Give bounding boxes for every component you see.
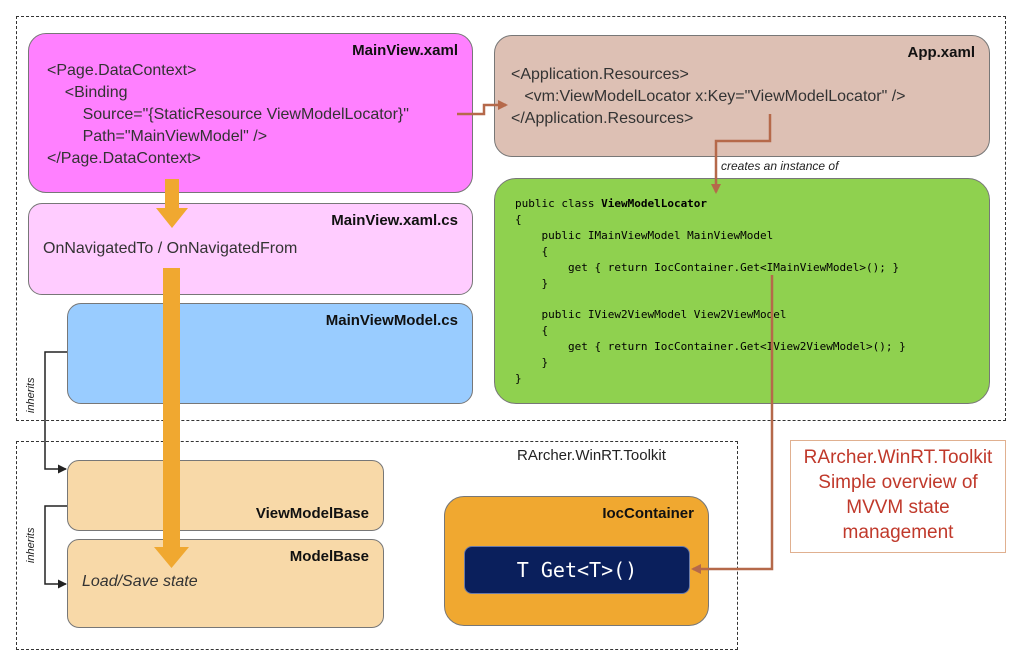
ioc-get-method: T Get<T>() [464, 546, 690, 594]
main-view-xaml-box: MainView.xaml <Page.DataContext> <Bindin… [28, 33, 473, 193]
model-base-title: ModelBase [289, 548, 369, 565]
locator-code-body: { public IMainViewModel MainViewModel { … [515, 212, 906, 385]
model-base-text: Load/Save state [82, 573, 198, 590]
locator-class-name: ViewModelLocator [601, 197, 708, 210]
binding-to-app-connector [457, 100, 508, 116]
inherits-label-2: inherits [25, 527, 37, 563]
diagram-caption: RArcher.WinRT.Toolkit Simple overview of… [790, 440, 1006, 553]
ioc-get-method-label: T Get<T>() [516, 558, 638, 582]
main-view-cs-title: MainView.xaml.cs [331, 212, 458, 229]
orange-arrow-short [156, 179, 188, 228]
ioc-container-title: IocContainer [602, 505, 694, 522]
locator-line-prefix: public class [515, 197, 602, 210]
caption-line-1: RArcher.WinRT.Toolkit [803, 447, 993, 468]
view-model-locator-code: public class ViewModelLocator { public I… [515, 196, 906, 387]
caption-line-4: management [842, 522, 954, 543]
main-view-model-box: MainViewModel.cs [67, 303, 473, 404]
caption-line-2: Simple overview of [818, 472, 978, 493]
main-view-model-title: MainViewModel.cs [325, 312, 458, 329]
ioc-container-box: IocContainer T Get<T>() [444, 496, 709, 626]
caption-line-3: MVVM state [846, 497, 950, 518]
inherits-connector-2 [44, 505, 67, 589]
app-to-locator-connector [711, 114, 772, 194]
main-view-xaml-title: MainView.xaml [352, 42, 458, 59]
main-view-cs-box: MainView.xaml.cs OnNavigatedTo / OnNavig… [28, 203, 473, 295]
app-xaml-box: App.xaml <Application.Resources> <vm:Vie… [494, 35, 990, 157]
inherits-connector-1 [44, 351, 67, 474]
view-model-base-box: ViewModelBase [67, 460, 384, 531]
main-view-xaml-code: <Page.DataContext> <Binding Source="{Sta… [47, 62, 409, 167]
app-xaml-code: <Application.Resources> <vm:ViewModelLoc… [511, 66, 906, 127]
toolkit-region-label: RArcher.WinRT.Toolkit [517, 447, 666, 464]
locator-to-ioc-connector [691, 275, 774, 574]
creates-instance-label: creates an instance of [721, 159, 839, 173]
app-xaml-title: App.xaml [907, 44, 975, 61]
main-view-cs-text: OnNavigatedTo / OnNavigatedFrom [43, 240, 298, 257]
view-model-base-title: ViewModelBase [255, 505, 369, 522]
inherits-label-1: inherits [25, 377, 37, 413]
toolkit-region [16, 441, 738, 650]
orange-arrow-long [154, 268, 189, 568]
view-model-locator-box: public class ViewModelLocator { public I… [494, 178, 990, 404]
model-base-box: ModelBase Load/Save state [67, 539, 384, 628]
app-region [16, 16, 1006, 421]
